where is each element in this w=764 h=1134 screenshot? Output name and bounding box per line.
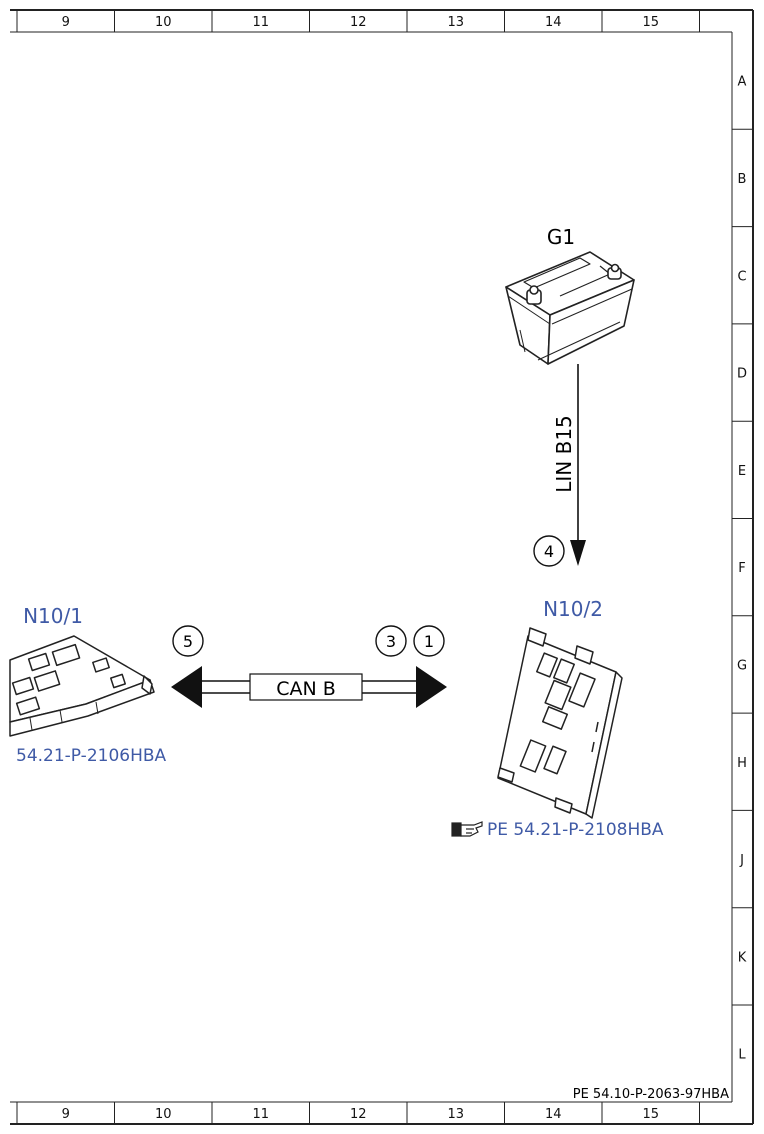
can-bus-label: CAN B xyxy=(276,678,336,700)
pointing-hand-icon xyxy=(451,821,483,837)
module-left-label: N10/1 xyxy=(23,604,83,628)
column-label: 15 xyxy=(642,1107,659,1122)
column-label: 12 xyxy=(350,15,367,30)
row-ticks xyxy=(732,128,753,1006)
battery-label: G1 xyxy=(547,225,575,249)
row-label: B xyxy=(738,172,747,187)
lin-bus-label: LIN B15 xyxy=(552,415,576,493)
column-label: 14 xyxy=(545,15,562,30)
column-label: 9 xyxy=(62,1107,70,1122)
can-bus-line xyxy=(171,666,447,708)
lin-bus-line xyxy=(570,364,586,566)
row-labels: A B C D E F G H J K L xyxy=(737,75,747,1063)
column-labels-bottom: 9 10 11 12 13 14 15 xyxy=(62,1107,659,1122)
can-marker-5: 5 xyxy=(172,625,204,657)
row-label: L xyxy=(738,1048,746,1063)
module-right-label: N10/2 xyxy=(543,597,603,621)
lin-marker-number: 4 xyxy=(544,542,554,561)
column-label: 13 xyxy=(447,1107,464,1122)
column-labels-top: 9 10 11 12 13 14 15 xyxy=(62,15,659,30)
module-right-reference-text[interactable]: PE 54.21-P-2108HBA xyxy=(487,820,664,840)
row-label: J xyxy=(739,853,744,868)
row-label: C xyxy=(737,269,746,284)
drawing-frame xyxy=(10,9,754,1125)
control-module-icon xyxy=(9,635,155,737)
column-label: 12 xyxy=(350,1107,367,1122)
row-label: E xyxy=(738,464,746,479)
module-right-reference: PE 54.21-P-2108HBA xyxy=(451,820,664,840)
column-label: 10 xyxy=(155,1107,172,1122)
lin-marker: 4 xyxy=(533,535,565,567)
row-label: A xyxy=(738,75,747,90)
can-marker-number: 3 xyxy=(386,632,396,651)
can-marker-number: 5 xyxy=(183,632,193,651)
column-label: 15 xyxy=(642,15,659,30)
column-ticks xyxy=(16,10,700,1124)
document-id: PE 54.10-P-2063-97HBA xyxy=(573,1087,729,1102)
column-label: 10 xyxy=(155,15,172,30)
row-label: G xyxy=(737,658,747,673)
column-label: 13 xyxy=(447,15,464,30)
column-label: 11 xyxy=(252,15,269,30)
car-battery-icon xyxy=(505,251,635,365)
module-left-reference[interactable]: 54.21-P-2106HBA xyxy=(16,746,167,766)
can-marker-number: 1 xyxy=(424,632,434,651)
column-label: 14 xyxy=(545,1107,562,1122)
row-label: K xyxy=(738,950,747,965)
can-marker-3: 3 xyxy=(375,625,407,657)
row-label: H xyxy=(737,756,747,771)
fuse-relay-module-icon xyxy=(497,627,623,819)
row-label: D xyxy=(737,367,747,382)
column-label: 9 xyxy=(62,15,70,30)
column-label: 11 xyxy=(252,1107,269,1122)
can-marker-1: 1 xyxy=(413,625,445,657)
row-label: F xyxy=(738,561,745,576)
